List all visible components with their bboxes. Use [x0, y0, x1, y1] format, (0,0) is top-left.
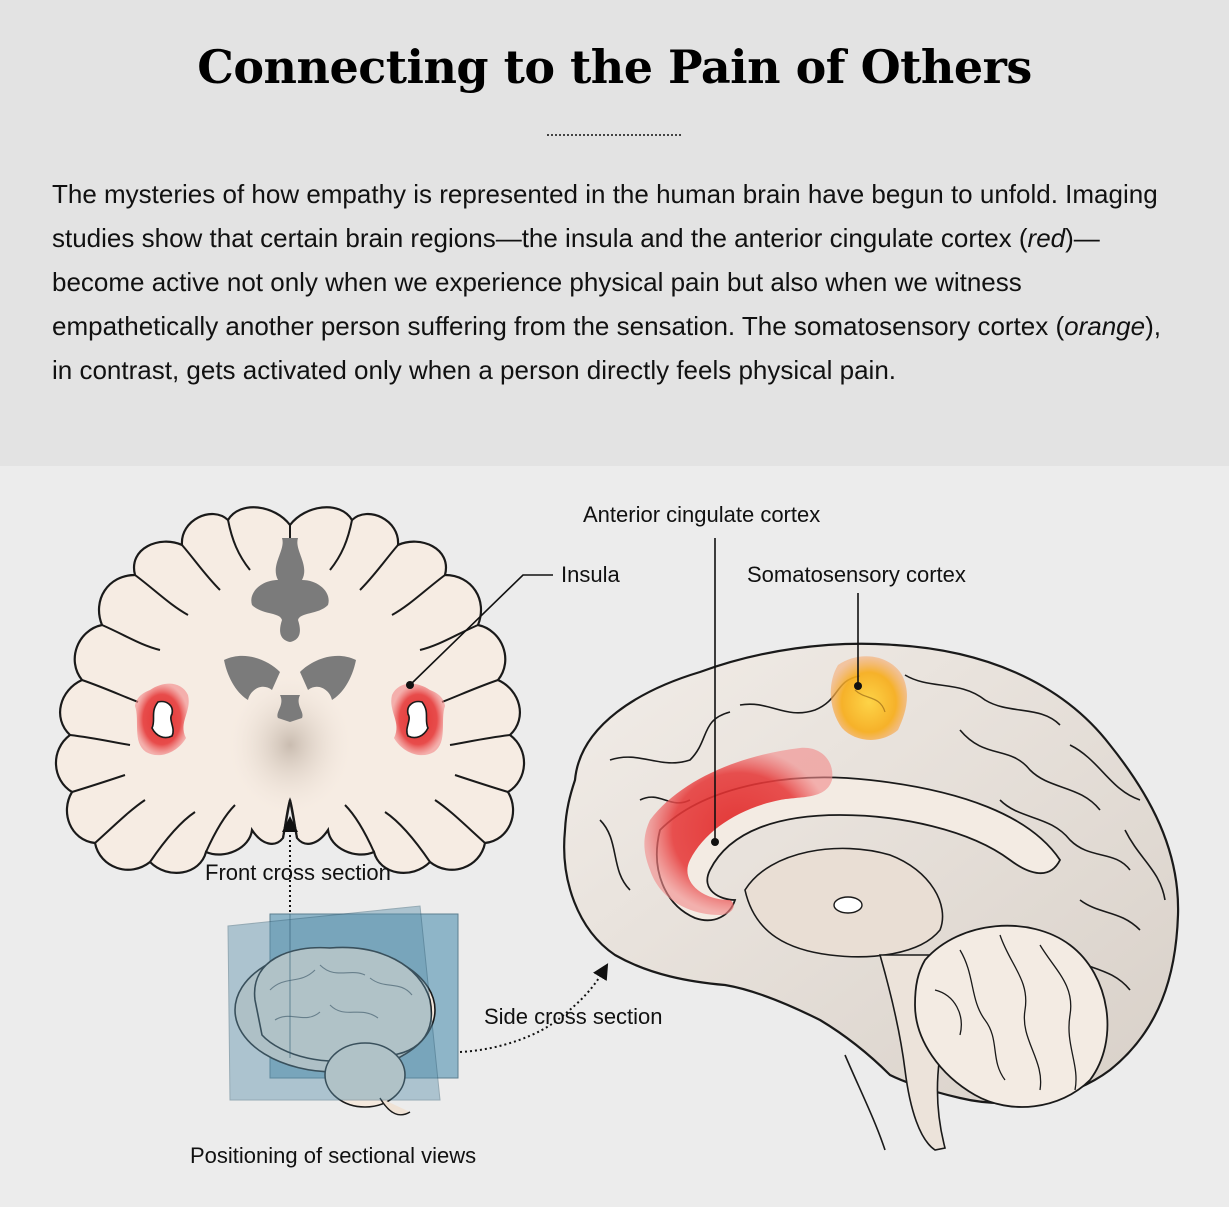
- side-cross-section-label: Side cross section: [484, 1004, 663, 1030]
- positioning-diagram: [228, 906, 458, 1115]
- positioning-label: Positioning of sectional views: [190, 1143, 476, 1169]
- somatosensory-label: Somatosensory cortex: [747, 562, 966, 588]
- insula-label: Insula: [561, 562, 620, 588]
- somatosensory-region: [831, 656, 907, 740]
- side-cross-section-brain: [564, 644, 1178, 1150]
- front-cross-section-label: Front cross section: [205, 860, 391, 886]
- anterior-cingulate-label: Anterior cingulate cortex: [583, 502, 820, 528]
- front-insula-left: [135, 684, 189, 756]
- front-insula-right: [391, 684, 445, 756]
- front-cross-section-brain: [56, 507, 524, 873]
